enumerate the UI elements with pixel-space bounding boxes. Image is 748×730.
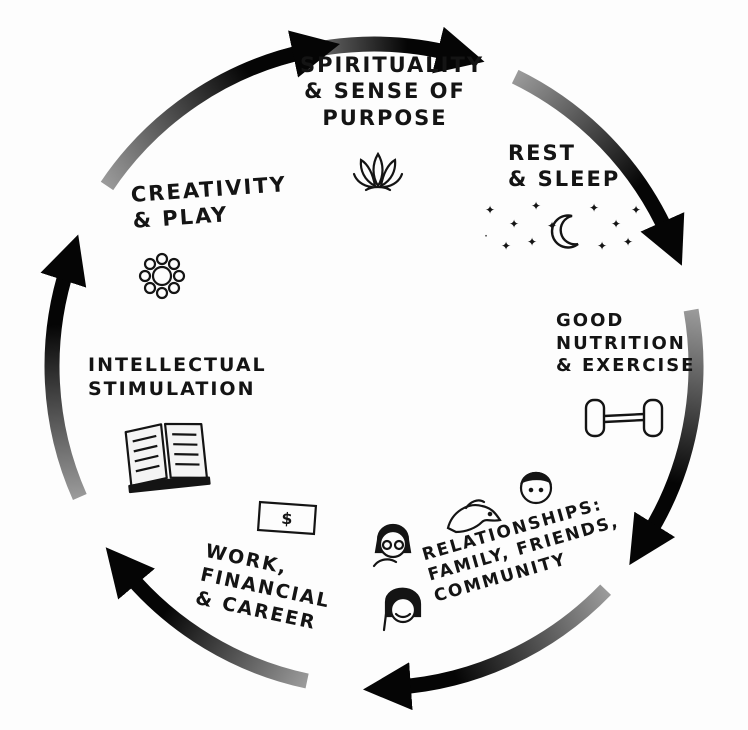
stage-label-creativity: Creativity & Play	[130, 171, 290, 234]
flower-petal	[138, 269, 152, 283]
cycle-arrow	[105, 547, 309, 689]
people-dog-icon	[372, 471, 553, 632]
label-line: Rest	[508, 141, 576, 165]
label-line: Good	[556, 310, 625, 331]
svg-text:✦: ✦	[611, 217, 621, 231]
label-line: Purpose	[322, 105, 448, 130]
stage-label-rest: Rest & Sleep	[508, 140, 620, 193]
dollar-symbol: $	[281, 509, 293, 529]
svg-text:·: ·	[484, 229, 488, 243]
cycle-arrow	[100, 30, 340, 191]
svg-text:✦: ✦	[485, 203, 495, 217]
label-line: & Sleep	[508, 167, 621, 192]
svg-text:✦: ✦	[509, 217, 519, 231]
lotus-icon	[352, 151, 404, 192]
dumbbell-icon	[584, 398, 664, 438]
svg-text:✦: ✦	[547, 219, 557, 233]
flower-petal	[167, 281, 181, 295]
cycle-arrow	[40, 234, 87, 501]
svg-text:·: ·	[642, 225, 646, 239]
moon-stars-icon: ✦✦✦ ✦✦✦ ✦✦✦ ✦✦··	[484, 199, 646, 253]
flower-petal	[155, 252, 169, 266]
svg-text:✦: ✦	[631, 203, 641, 217]
label-line: Intellectual	[88, 354, 267, 376]
open-book-icon	[124, 422, 211, 494]
svg-text:✦: ✦	[597, 239, 607, 253]
stage-label-nutrition: Good Nutrition & Exercise	[556, 310, 695, 378]
label-line: Spirituality	[300, 53, 485, 77]
cycle-arrow	[511, 69, 685, 266]
flower-petal	[172, 269, 186, 283]
svg-text:✦: ✦	[527, 235, 537, 249]
svg-text:✦: ✦	[531, 199, 541, 213]
flower-petal	[167, 257, 181, 271]
stage-label-spirituality: Spirituality & Sense of Purpose	[300, 52, 485, 131]
svg-text:✦: ✦	[501, 239, 511, 253]
svg-text:✦: ✦	[589, 201, 599, 215]
flower-icon	[138, 252, 186, 300]
cycle-arrows	[40, 26, 704, 711]
flower-petal	[143, 281, 157, 295]
label-line: Stimulation	[88, 377, 256, 400]
dollar-bill-icon: $	[256, 500, 318, 536]
label-line: & Exercise	[556, 355, 696, 376]
label-line: Nutrition	[556, 332, 686, 354]
svg-text:✦: ✦	[623, 235, 633, 249]
flower-petal	[143, 257, 157, 271]
stage-label-intellectual: Intellectual Stimulation	[88, 354, 267, 402]
cycle-arrow	[629, 308, 704, 566]
flower-petal	[155, 286, 169, 300]
label-line: & Sense of	[304, 79, 466, 104]
cycle-arrow	[362, 584, 611, 711]
